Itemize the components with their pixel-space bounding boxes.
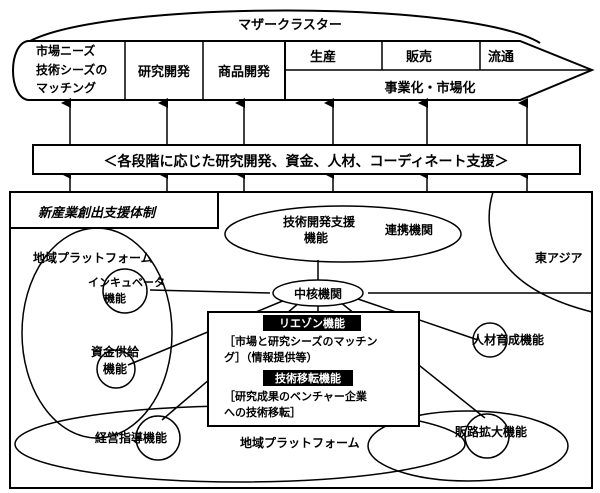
system-title-box bbox=[10, 191, 219, 229]
stage-sales-label: 販売 bbox=[406, 49, 432, 65]
regional-platform-left-ellipse bbox=[21, 227, 173, 439]
support-arrows bbox=[61, 98, 528, 192]
sales-expansion-label: 販路拡大機能 bbox=[455, 424, 527, 439]
support-system: 新産業創出支援体制 東アジア 技術開発支援 機能 連携機関 地域プラットフォーム… bbox=[9, 191, 593, 489]
management-label: 経営指導機能 bbox=[95, 430, 167, 445]
liaison-description: ［市場と研究シーズのマッチン グ］（情報提供等） bbox=[224, 334, 381, 364]
system-title: 新産業創出支援体制 bbox=[38, 205, 158, 221]
hr-development-label: 人材育成機能 bbox=[472, 332, 544, 347]
mother-cluster-outline bbox=[12, 40, 595, 101]
management-node bbox=[135, 415, 181, 461]
hr-development-node bbox=[472, 322, 508, 358]
regional-platform-left-label: 地域プラットフォーム bbox=[33, 250, 153, 265]
support-system-frame bbox=[9, 191, 593, 489]
east-asia-label: 東アジア bbox=[535, 250, 583, 265]
stage-distribution-label: 流通 bbox=[488, 49, 514, 65]
cooperation-label: 連携機関 bbox=[385, 222, 433, 237]
stage-research-label: 研究開発 bbox=[138, 64, 191, 80]
funding-label: 資金供給 機能 bbox=[91, 344, 143, 376]
liaison-title-tag bbox=[263, 315, 361, 331]
mother-cluster-title: マザークラスター bbox=[238, 18, 342, 33]
support-banner: ＜各段階に応じた研究開発、資金、人材、コーディネート支援＞ bbox=[32, 144, 581, 175]
liaison-title: リエゾン機能 bbox=[279, 316, 345, 330]
regional-platform-bottom-label: 地域プラットフォーム bbox=[240, 435, 360, 450]
funding-node bbox=[96, 349, 136, 389]
stage-production-label: 生産 bbox=[310, 49, 336, 65]
east-asia-region bbox=[488, 191, 593, 313]
transfer-description: ［研究成果のベンチャー企業 への技術移転］ bbox=[224, 389, 371, 419]
sales-region-ellipse bbox=[367, 410, 569, 482]
sales-expansion-node bbox=[464, 413, 510, 459]
stage-matching-label: 市場ニーズ 技術シーズの マッチング bbox=[36, 43, 112, 95]
support-banner-text: ＜各段階に応じた研究開発、資金、人材、コーディネート支援＞ bbox=[103, 153, 508, 170]
core-organization-node bbox=[272, 279, 364, 307]
tech-support-ellipse bbox=[224, 205, 462, 263]
transfer-title-tag bbox=[263, 370, 353, 386]
transfer-title: 技術移転機能 bbox=[275, 371, 341, 385]
incubator-label: インキュベータ 機能 bbox=[88, 276, 169, 305]
tech-support-label: 技術開発支援 機能 bbox=[283, 214, 359, 245]
core-organization-label: 中核機関 bbox=[294, 286, 342, 301]
mother-cluster: マザークラスター 市場ニーズ 技術シーズの マッチング 研究開発 商品開発 生産… bbox=[12, 9, 595, 101]
business-market-label: 事業化・市場化 bbox=[384, 80, 475, 96]
incubator-node bbox=[102, 268, 148, 314]
mother-cluster-dome bbox=[29, 9, 541, 44]
stage-product-label: 商品開発 bbox=[218, 64, 271, 80]
